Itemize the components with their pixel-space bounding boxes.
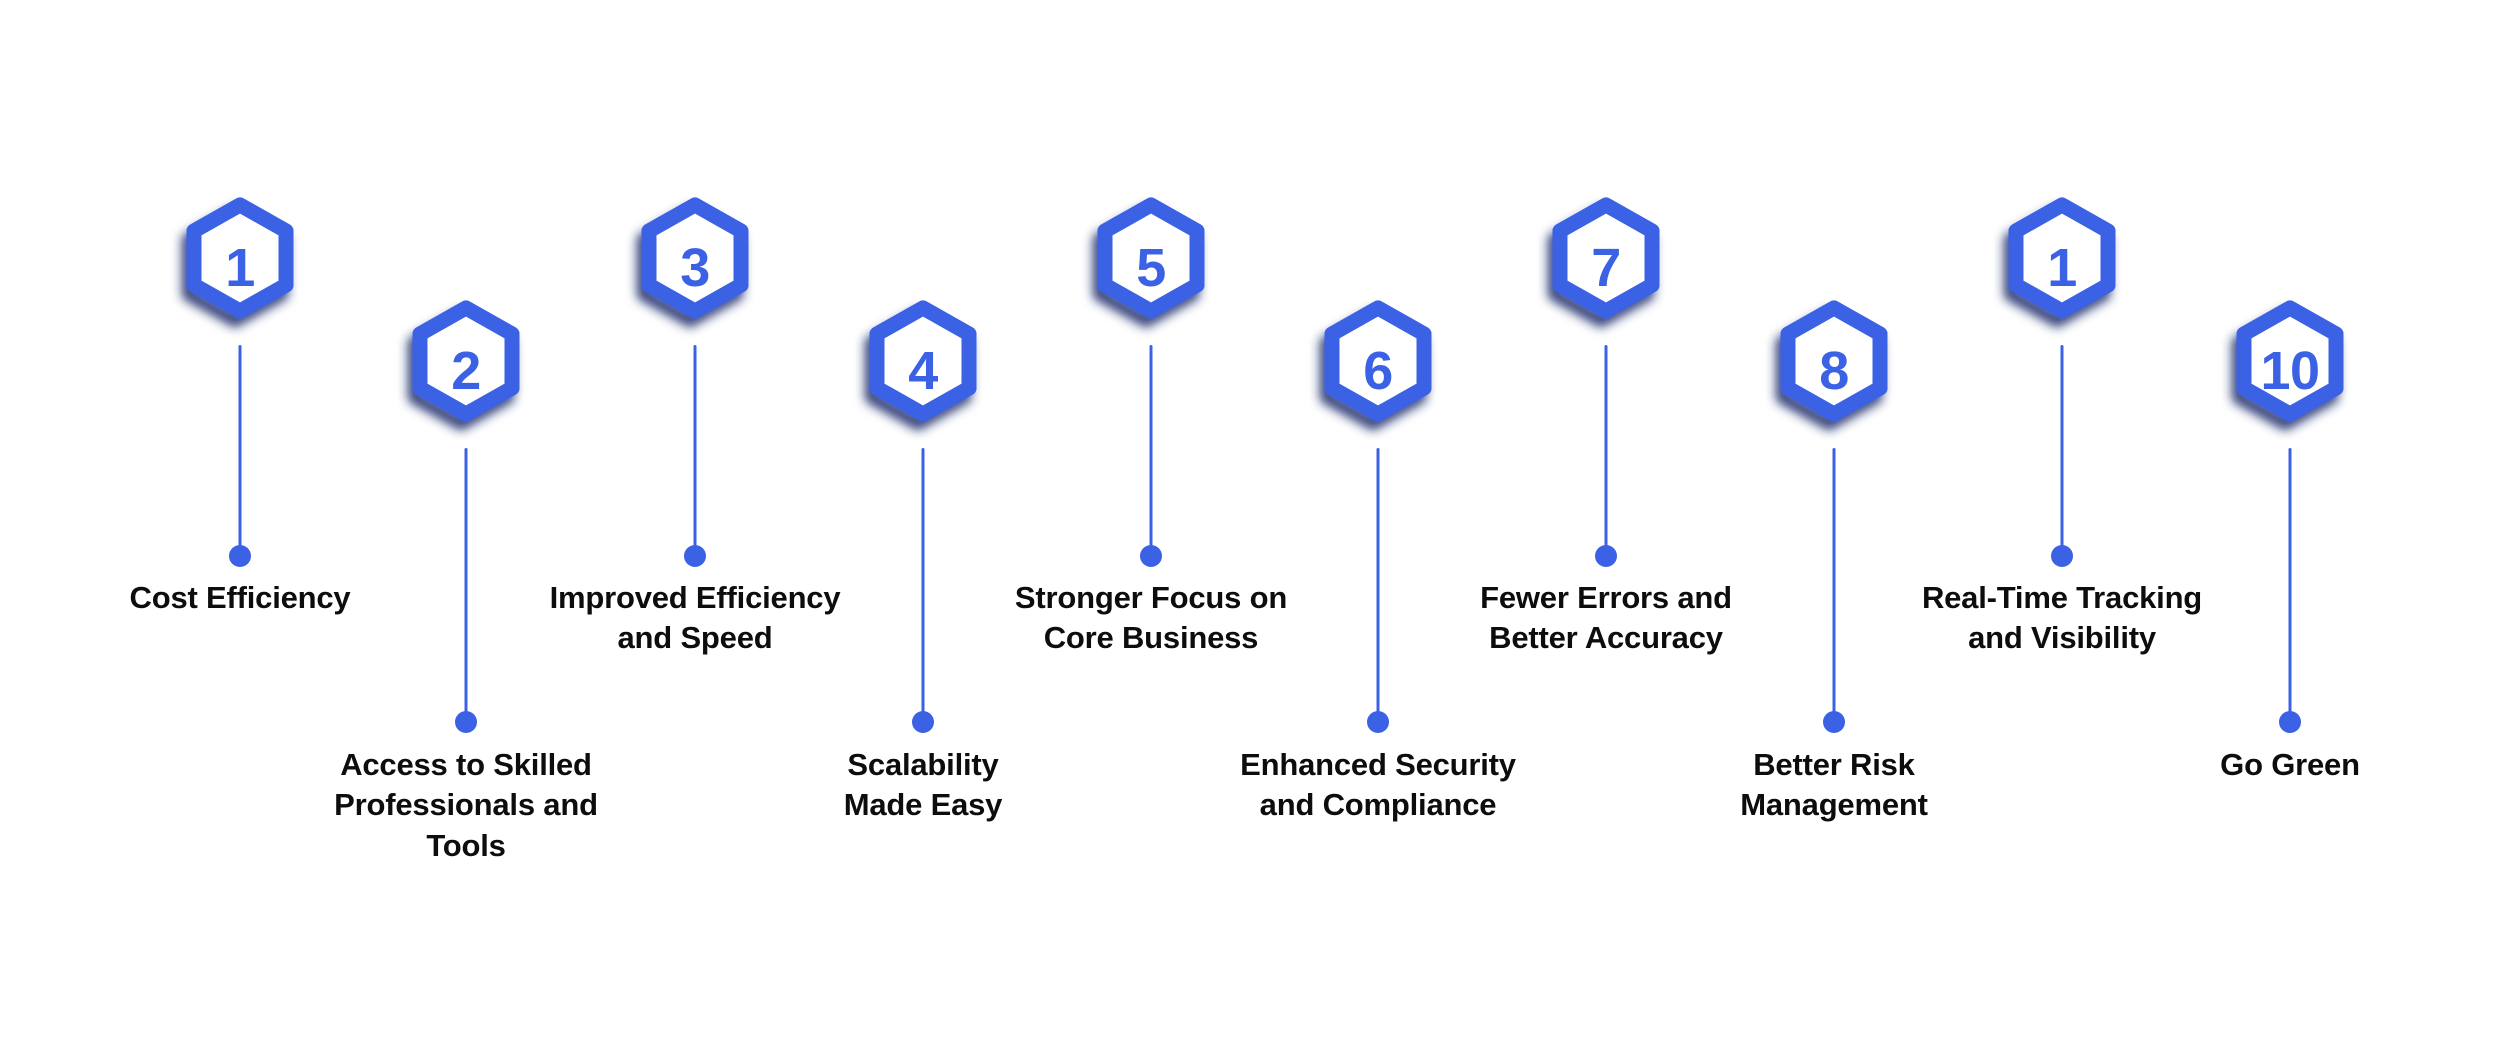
connector-dot-1 [229, 545, 251, 567]
hexagon-shape-8 [1780, 300, 1888, 422]
item-label-7: Fewer Errors and Better Accuracy [1480, 580, 1732, 656]
hexagon-number-7: 7 [1591, 238, 1621, 298]
hexagon-badge-1[interactable]: 1 [174, 193, 306, 343]
item-label-10: Go Green [2220, 747, 2360, 782]
connector-dot-3 [684, 545, 706, 567]
item-label-4: Scalability Made Easy [843, 747, 1003, 823]
hexagon-badge-7[interactable]: 7 [1540, 193, 1672, 343]
connector-line-8 [1832, 448, 1836, 722]
item-label-8: Better Risk Management [1740, 747, 1928, 823]
hexagon-number-10: 10 [2260, 341, 2320, 401]
hexagon-badge-9[interactable]: 1 [1996, 193, 2128, 343]
hexagon-badge-5[interactable]: 5 [1085, 193, 1217, 343]
connector-line-1 [238, 345, 242, 556]
hexagon-shape-5 [1097, 197, 1205, 319]
connector-dot-9 [2051, 545, 2073, 567]
connector-line-6 [1376, 448, 1380, 722]
connector-dot-7 [1595, 545, 1617, 567]
connector-line-4 [921, 448, 925, 722]
connector-dot-2 [455, 711, 477, 733]
hexagon-badge-8[interactable]: 8 [1768, 296, 1900, 446]
hexagon-shape-6 [1324, 300, 1432, 422]
connector-dot-10 [2279, 711, 2301, 733]
hexagon-badge-10[interactable]: 10 [2224, 296, 2356, 446]
hexagon-shape-10 [2236, 300, 2344, 422]
hexagon-shape-7 [1552, 197, 1660, 319]
hexagon-shape-1 [186, 197, 294, 319]
hexagon-number-2: 2 [451, 341, 481, 401]
connector-dot-5 [1140, 545, 1162, 567]
item-label-5: Stronger Focus on Core Business [1014, 580, 1288, 656]
item-label-6: Enhanced Security and Compliance [1240, 747, 1516, 823]
hexagon-number-1: 1 [225, 238, 255, 298]
hexagon-number-6: 6 [1363, 341, 1393, 401]
connector-dot-6 [1367, 711, 1389, 733]
hexagon-badge-4[interactable]: 4 [857, 296, 989, 446]
connector-line-2 [464, 448, 468, 722]
hexagon-badge-6[interactable]: 6 [1312, 296, 1444, 446]
item-label-3: Improved Efficiency and Speed [549, 580, 841, 656]
item-label-9: Real-Time Tracking and Visibility [1921, 580, 2203, 656]
connector-dot-8 [1823, 711, 1845, 733]
hexagon-shape-2 [412, 300, 520, 422]
connector-line-5 [1149, 345, 1153, 556]
hexagon-badge-2[interactable]: 2 [400, 296, 532, 446]
hexagon-shape-4 [869, 300, 977, 422]
connector-line-9 [2060, 345, 2064, 556]
item-label-1: Cost Efficiency [129, 580, 351, 615]
item-label-2: Access to Skilled Professionals and Tool… [334, 747, 598, 863]
hexagon-number-9: 1 [2047, 238, 2077, 298]
hexagon-number-5: 5 [1136, 238, 1166, 298]
hexagon-shape-3 [641, 197, 749, 319]
hexagon-number-8: 8 [1819, 341, 1849, 401]
connector-line-7 [1604, 345, 1608, 556]
connector-line-3 [693, 345, 697, 556]
connector-dot-4 [912, 711, 934, 733]
hexagon-number-3: 3 [680, 238, 710, 298]
connector-line-10 [2288, 448, 2292, 722]
hexagon-number-4: 4 [908, 341, 938, 401]
hexagon-shape-9 [2008, 197, 2116, 319]
hexagon-badge-3[interactable]: 3 [629, 193, 761, 343]
